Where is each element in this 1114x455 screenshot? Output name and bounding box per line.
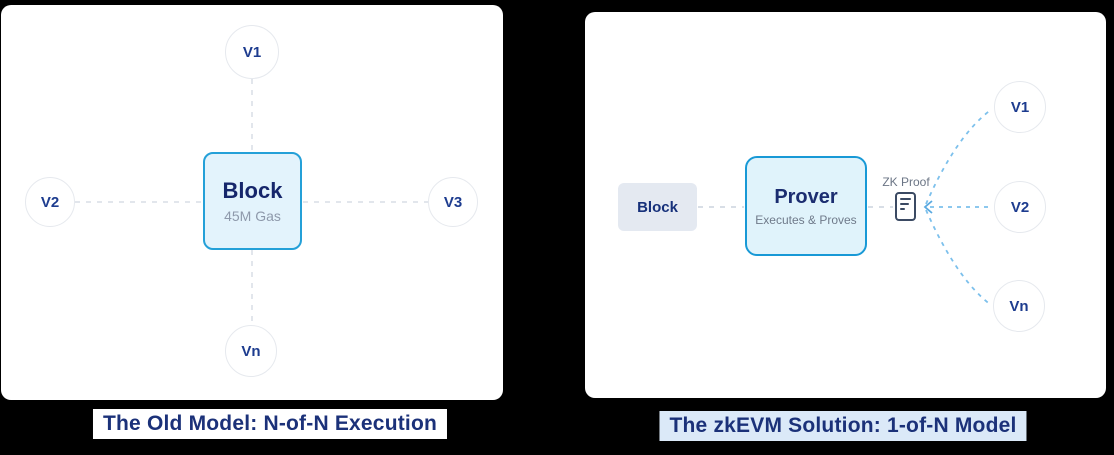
validator-node-v1: V1 (994, 81, 1046, 133)
validator-label: V3 (443, 193, 463, 211)
old-model-panel: V1 V2 V3 Vn Block 45M Gas (1, 5, 503, 400)
fanout-origin-chevron (923, 200, 933, 214)
zk-proof-label: ZK Proof (882, 175, 930, 189)
validator-label: Vn (241, 342, 261, 360)
block-node: Block (618, 183, 697, 231)
validator-label: V1 (1010, 98, 1030, 116)
validator-label: V1 (242, 43, 262, 61)
zkevm-model-panel: Block Prover Executes & Proves ZK Proof … (585, 12, 1106, 398)
zkevm-model-caption: The zkEVM Solution: 1-of-N Model (659, 411, 1027, 441)
validator-label: V2 (1010, 198, 1030, 216)
doc-line (900, 208, 905, 210)
prover-node: Prover Executes & Proves (745, 156, 867, 256)
old-model-caption: The Old Model: N-of-N Execution (92, 409, 448, 439)
block-node: Block 45M Gas (203, 152, 302, 250)
prover-subtitle: Executes & Proves (755, 212, 857, 227)
validator-node-v1: V1 (225, 25, 279, 79)
block-title: Block (222, 178, 283, 203)
validator-node-v2: V2 (994, 181, 1046, 233)
validator-node-v3: V3 (428, 177, 478, 227)
validator-node-v2: V2 (25, 177, 75, 227)
validator-label: V2 (40, 193, 60, 211)
doc-line (900, 203, 909, 205)
prover-title: Prover (774, 185, 838, 208)
validator-label: Vn (1009, 297, 1029, 315)
validator-node-vn: Vn (225, 325, 277, 377)
doc-line (900, 198, 911, 200)
block-gas-subtitle: 45M Gas (224, 208, 281, 224)
zk-proof-document-icon (895, 192, 916, 221)
validator-node-vn: Vn (993, 280, 1045, 332)
